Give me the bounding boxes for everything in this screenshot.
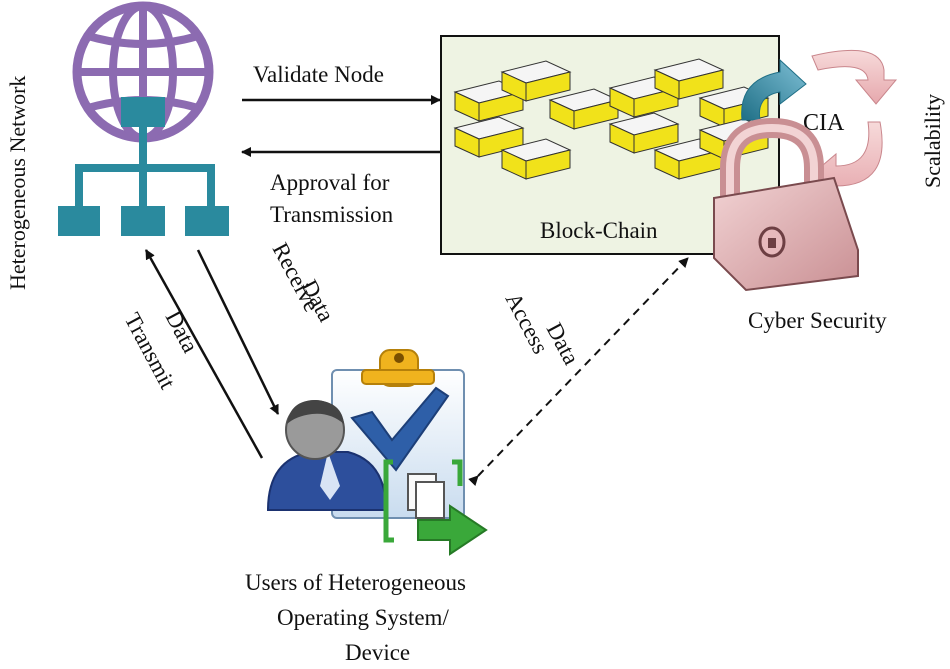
block-icon xyxy=(608,112,680,154)
block-icon xyxy=(453,116,525,158)
transmit-label-line2: Data xyxy=(161,307,203,357)
document-transfer-icon xyxy=(383,459,488,556)
users-label-line3: Device xyxy=(345,640,410,665)
validate-node-label: Validate Node xyxy=(253,62,384,87)
access-data-arrow xyxy=(468,257,689,486)
block-icon xyxy=(500,60,572,102)
check-icon xyxy=(350,386,450,472)
network-label: Heterogeneous Network xyxy=(5,76,30,290)
block-icon xyxy=(500,138,572,180)
block-icon xyxy=(653,58,725,100)
approval-label-line1: Approval for xyxy=(270,170,390,195)
network-tree-icon xyxy=(58,97,229,236)
cyber-security-label: Cyber Security xyxy=(748,308,887,333)
transmit-data-arrow xyxy=(144,249,264,459)
receive-data-arrow xyxy=(196,249,280,415)
users-label-line2: Operating System/ xyxy=(277,605,449,630)
approval-label-line2: Transmission xyxy=(270,202,394,227)
padlock-icon xyxy=(713,117,859,292)
blockchain-label: Block-Chain xyxy=(540,218,658,243)
access-label-line1: Access xyxy=(501,289,554,358)
block-icon xyxy=(548,88,620,130)
scalability-label: Scalability xyxy=(920,94,945,188)
users-label-line1: Users of Heterogeneous xyxy=(245,570,466,595)
blockchain-blocks-icon xyxy=(453,58,770,180)
user-avatar-icon xyxy=(266,400,388,511)
